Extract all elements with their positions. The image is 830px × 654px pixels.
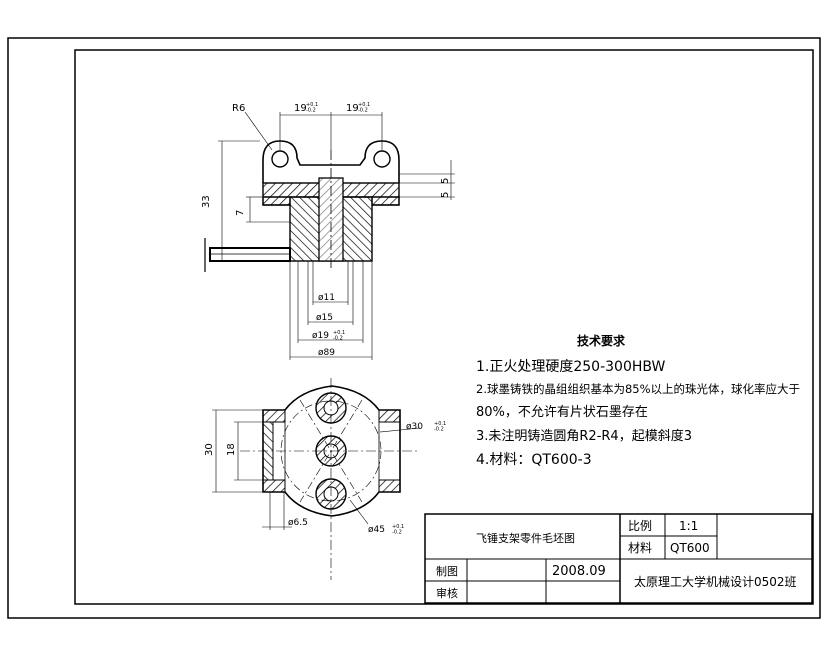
requirements-title: 技术要求 <box>577 333 626 348</box>
dim-30: 30 <box>204 443 215 456</box>
dim-d30: ø30 <box>406 422 423 432</box>
dim-d19: ø19 <box>312 331 329 341</box>
dim-19-right-tol: +0.1-0.2 <box>358 102 370 114</box>
dim-d30-tol: +0.1-0.2 <box>434 421 446 433</box>
material-label: 材料 <box>628 541 652 555</box>
dim-d45-tol: +0.1-0.2 <box>392 524 404 536</box>
front-section-view <box>204 111 455 360</box>
dim-5-top: 5 <box>440 178 451 184</box>
scale-label: 比例 <box>628 519 652 533</box>
material-value: QT600 <box>670 541 710 555</box>
requirement-line-3: 80%，不允许有片状石墨存在 <box>476 404 648 420</box>
dim-5-bottom: 5 <box>440 192 451 198</box>
requirement-line-4: 3.未注明铸造圆角R2-R4，起模斜度3 <box>476 428 692 444</box>
requirement-line-1: 1.正火处理硬度250-300HBW <box>476 359 665 375</box>
drawing-date: 2008.09 <box>552 564 606 579</box>
outer-border <box>7 37 821 619</box>
top-view <box>212 378 421 580</box>
requirement-line-5: 4.材料：QT600-3 <box>476 452 592 468</box>
dim-d89: ø89 <box>318 348 335 358</box>
dim-19-left-tol: +0.1-0.2 <box>306 102 318 114</box>
dim-18: 18 <box>226 443 237 456</box>
dim-d6-5: ø6.5 <box>288 518 308 528</box>
requirement-line-2: 2.球墨铸铁的晶组组织基本为85%以上的珠光体，球化率应大于 <box>476 382 800 396</box>
dim-d19-tol: +0.1-0.2 <box>333 330 345 342</box>
part-name: 飞锤支架零件毛坯图 <box>476 531 575 545</box>
dim-7: 7 <box>235 210 246 216</box>
inner-border <box>74 49 814 605</box>
dim-19-left: 19 <box>294 103 307 114</box>
dim-r6: R6 <box>232 103 245 114</box>
scale-value: 1:1 <box>679 519 698 533</box>
dimension-labels: R6 19 +0.1-0.2 19 +0.1-0.2 33 7 5 5 ø11 … <box>201 102 451 536</box>
drawn-label: 制图 <box>436 565 458 578</box>
technical-requirements: 技术要求 1.正火处理硬度250-300HBW 2.球墨铸铁的晶组组织基本为85… <box>476 333 800 468</box>
dim-33: 33 <box>201 195 212 208</box>
dim-d15: ø15 <box>316 313 333 323</box>
title-block <box>424 513 813 604</box>
checked-label: 审核 <box>436 586 458 600</box>
dim-19-right: 19 <box>346 103 359 114</box>
title-block-text: 飞锤支架零件毛坯图 比例 1:1 材料 QT600 制图 2008.09 审核 … <box>436 519 797 600</box>
dim-d11: ø11 <box>318 293 335 303</box>
organization: 太原理工大学机械设计0502班 <box>634 574 797 589</box>
dim-d45: ø45 <box>368 525 385 535</box>
